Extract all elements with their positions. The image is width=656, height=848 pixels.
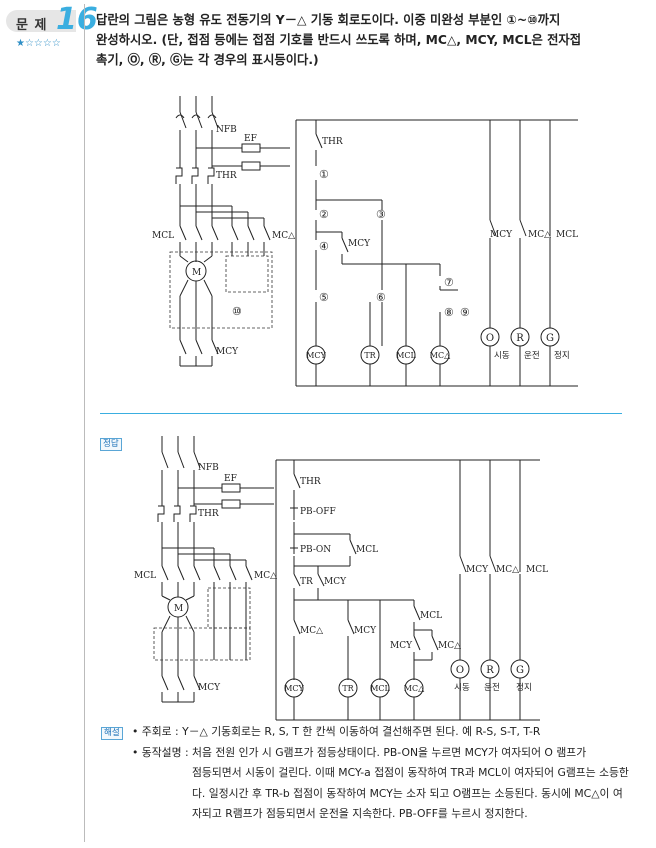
explain-tag: 해설: [101, 727, 123, 740]
a-mcd-label: MC△: [254, 571, 277, 581]
a-mcl-seal-label: MCL: [356, 545, 378, 555]
q-ef-label: EF: [244, 134, 257, 144]
q-num-2: ②: [319, 208, 329, 221]
explanation-line-2: • 동작설명 : 처음 전원 인가 시 G램프가 점등상태이다. PB-ON을 …: [132, 745, 587, 759]
q-num-1: ①: [319, 168, 329, 181]
q-mcy-contact-label: MCY: [348, 239, 371, 249]
q-num-10: ⑩: [232, 305, 242, 318]
q-nfb-label: NFB: [216, 125, 237, 135]
q-motor-label: M: [192, 268, 201, 278]
q-coil-mcl: MCL: [396, 351, 416, 360]
explanation-line-5: 자되고 R램프가 점등되면서 운전을 지속한다. PB-OFF를 누르시 정지한…: [192, 807, 528, 820]
a-tr-label: TR: [300, 577, 313, 587]
a-pbon-label: PB-ON: [300, 545, 331, 555]
a-lamp-g: G: [516, 665, 524, 676]
q-r-mcl-label: MCL: [556, 230, 578, 240]
a-mcl-c-label: MCL: [420, 611, 442, 621]
a-pboff-label: PB-OFF: [300, 507, 336, 517]
question-line-2: 완성하시오. (단, 접점 등에는 접점 기호를 반드시 쓰도록 하며, MC△…: [96, 33, 582, 47]
difficulty-stars: ★☆☆☆☆: [16, 38, 61, 49]
q-num-9: ⑨: [460, 306, 470, 319]
a-coil-mcd: MC△: [404, 684, 425, 693]
q-lamp-g-label: 정지: [554, 350, 570, 361]
a-r-mcd-label: MC△: [496, 565, 519, 575]
q-num-7: ⑦: [444, 276, 454, 289]
question-line-1: 답란의 그림은 농형 유도 전동기의 Y－△ 기동 회로도이다. 이중 미완성 …: [96, 13, 561, 27]
q-mcy-label: MCY: [216, 347, 239, 357]
q-num-8: ⑧: [444, 306, 454, 319]
a-lamp-r-label: 운전: [484, 682, 500, 693]
q-lamp-r: R: [516, 333, 524, 344]
problem-badge: [6, 10, 76, 32]
a-lamp-o-label: 시동: [454, 683, 470, 693]
a-r-mcy-label: MCY: [466, 565, 489, 575]
q-num-6: ⑥: [376, 291, 386, 304]
a-thr-label: THR: [198, 509, 219, 519]
a-lamp-g-label: 정지: [516, 682, 532, 693]
a-mcd-c-label: MC△: [438, 641, 461, 651]
explanation-line-4: 다. 일정시간 후 TR-b 접점이 동작하여 MCY는 소자 되고 O램프는 …: [192, 786, 623, 800]
q-lamp-o-label: 시동: [494, 351, 510, 361]
q-num-3: ③: [376, 208, 386, 221]
a-lamp-r: R: [486, 665, 494, 676]
q-lamp-r-label: 운전: [524, 350, 540, 361]
margin-line: [84, 4, 85, 842]
a-thr-contact-label: THR: [300, 477, 321, 487]
a-ef-label: EF: [224, 474, 237, 484]
a-mcy-b2-label: MCY: [354, 626, 377, 636]
q-mcl-label: MCL: [152, 231, 174, 241]
a-coil-tr: TR: [342, 684, 354, 693]
a-mcd-b-label: MC△: [300, 626, 323, 636]
problem-label: 문 제: [16, 18, 48, 33]
a-mcy-b-label: MCY: [324, 577, 347, 587]
q-lamp-o: O: [486, 333, 494, 344]
a-mcl-label: MCL: [134, 571, 156, 581]
question-text: 답란의 그림은 농형 유도 전동기의 Y－△ 기동 회로도이다. 이중 미완성 …: [96, 10, 644, 70]
a-mcy-label: MCY: [198, 683, 221, 693]
q-mcd-label: MC△: [272, 231, 295, 241]
a-r-mcl-label: MCL: [526, 565, 548, 575]
q-coil-tr: TR: [364, 351, 376, 360]
section-divider: [100, 413, 622, 414]
a-lamp-o: O: [456, 665, 464, 676]
a-mcy-c-label: MCY: [390, 641, 413, 651]
a-nfb-label: NFB: [198, 463, 219, 473]
q-num-5: ⑤: [319, 291, 329, 304]
q-coil-mcd: MC△: [430, 351, 451, 360]
q-thr-label: THR: [216, 171, 237, 181]
question-line-3: 촉기, Ⓞ, Ⓡ, Ⓖ는 각 경우의 표시등이다.): [96, 53, 319, 67]
q-lamp-g: G: [546, 333, 554, 344]
explanation-line-1: • 주회로 : Y－△ 기동회로는 R, S, T 한 칸씩 이동하여 결선해주…: [132, 725, 541, 738]
q-num-4: ④: [319, 240, 329, 253]
a-motor-label: M: [174, 604, 183, 614]
problem-number: 16: [56, 2, 98, 37]
a-coil-mcy: MCY: [284, 684, 304, 693]
a-coil-mcl: MCL: [370, 684, 390, 693]
explanation: • 주회로 : Y－△ 기동회로는 R, S, T 한 칸씩 이동하여 결선해주…: [132, 722, 632, 825]
q-r-mcd-label: MC△: [528, 230, 551, 240]
answer-tag: 정답: [100, 438, 122, 451]
q-thr-contact-label: THR: [322, 137, 343, 147]
q-r-mcy-label: MCY: [490, 230, 513, 240]
explanation-line-3: 점등되면서 시동이 걸린다. 이때 MCY-a 접점이 동작하여 TR과 MCL…: [192, 766, 629, 779]
problem-header: 문 제 16 ★☆☆☆☆: [6, 2, 98, 60]
q-coil-mcy: MCY: [306, 351, 326, 360]
